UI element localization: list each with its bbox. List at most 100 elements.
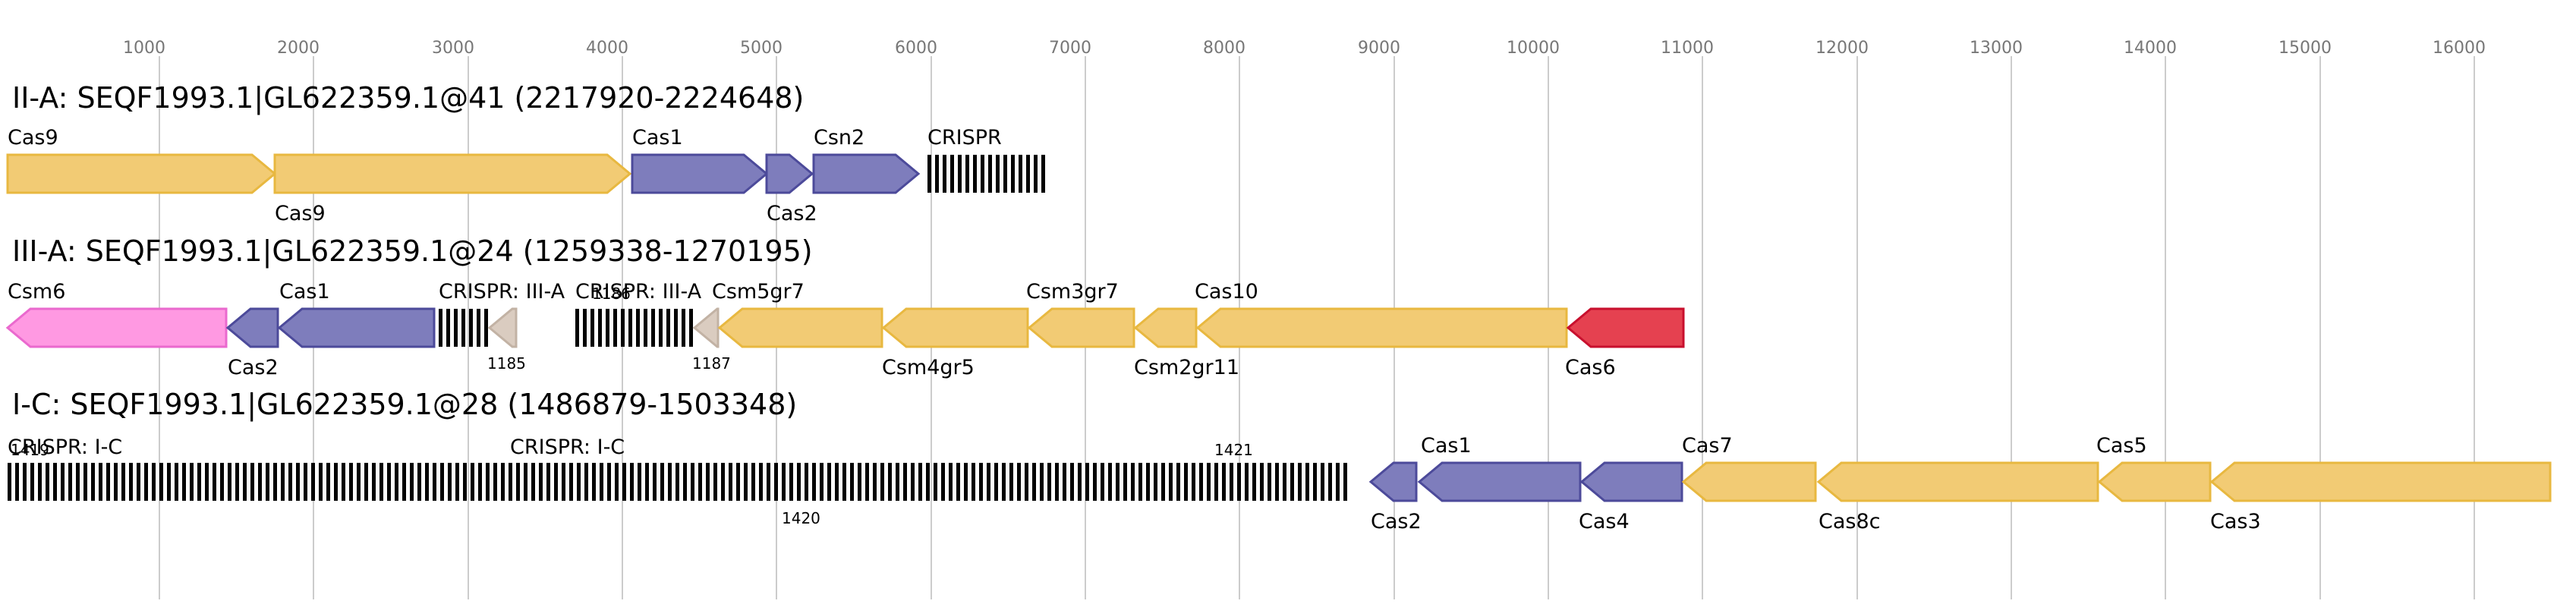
- crispr-repeat: [1085, 463, 1089, 501]
- crispr-repeat: [577, 463, 581, 501]
- crispr-repeat: [539, 463, 543, 501]
- gene-arrow: [1417, 461, 1582, 502]
- gene-label: Cas8c: [1819, 510, 1881, 533]
- crispr-repeat: [463, 463, 467, 501]
- crispr-repeat: [304, 463, 307, 501]
- axis-tick-label: 11000: [1661, 39, 1714, 58]
- crispr-repeat: [121, 463, 125, 501]
- crispr-repeat: [736, 463, 740, 501]
- crispr-repeat: [767, 463, 770, 501]
- crispr-repeat: [562, 463, 565, 501]
- crispr-repeat: [1070, 463, 1074, 501]
- crispr-repeat: [729, 463, 732, 501]
- crispr-repeat: [1214, 463, 1218, 501]
- crispr-repeat: [888, 463, 892, 501]
- crispr-label: CRISPR: [927, 126, 1002, 149]
- crispr-array: [8, 463, 1347, 501]
- crispr-repeat: [973, 155, 977, 193]
- crispr-repeat: [645, 463, 649, 501]
- crispr-repeat: [243, 463, 247, 501]
- crispr-repeat: [38, 463, 42, 501]
- crispr-repeat: [372, 463, 376, 501]
- crispr-repeat: [1230, 463, 1233, 501]
- gene-arrow: [1027, 307, 1135, 348]
- crispr-repeat: [167, 463, 171, 501]
- crispr-repeat: [524, 463, 527, 501]
- axis-tick-label: 2000: [277, 39, 320, 58]
- crispr-repeat: [1260, 463, 1264, 501]
- gene-arrow: [273, 153, 632, 194]
- crispr-repeat: [668, 463, 672, 501]
- gene-arrow: [881, 307, 1029, 348]
- crispr-repeat: [926, 463, 930, 501]
- crispr-repeat: [501, 463, 505, 501]
- gene-arrow: [487, 307, 518, 348]
- crispr-repeat: [91, 463, 95, 501]
- crispr-repeat: [941, 463, 945, 501]
- crispr-repeat: [159, 463, 163, 501]
- crispr-repeat: [666, 309, 670, 347]
- gene-arrow: [225, 307, 279, 348]
- axis-tick-label: 16000: [2433, 39, 2486, 58]
- crispr-repeat: [106, 463, 110, 501]
- crispr-repeat: [509, 463, 512, 501]
- crispr-repeat: [674, 309, 678, 347]
- crispr-repeat: [903, 463, 907, 501]
- crispr-repeat: [455, 463, 459, 501]
- crispr-repeat: [850, 463, 854, 501]
- crispr-repeat: [1199, 463, 1203, 501]
- gene-arrow: [277, 307, 436, 348]
- crispr-repeat: [965, 155, 969, 193]
- crispr-repeat: [713, 463, 717, 501]
- crispr-repeat: [144, 463, 148, 501]
- crispr-repeat: [349, 463, 353, 501]
- crispr-repeat: [682, 309, 685, 347]
- crispr-repeat: [319, 463, 323, 501]
- crispr-repeat: [1268, 463, 1271, 501]
- gene-label: Cas1: [1421, 434, 1472, 458]
- crispr-repeat: [949, 463, 953, 501]
- crispr-repeat: [575, 309, 579, 347]
- crispr-repeat: [1298, 463, 1302, 501]
- crispr-repeat: [812, 463, 816, 501]
- crispr-repeat: [683, 463, 687, 501]
- crispr-repeat: [1313, 463, 1317, 501]
- crispr-repeat: [152, 463, 156, 501]
- gene-label: Cas9: [8, 126, 58, 149]
- crispr-repeat: [689, 309, 693, 347]
- crispr-repeat: [653, 463, 657, 501]
- crispr-repeat: [364, 463, 368, 501]
- crispr-repeat: [554, 463, 558, 501]
- track-i-c: I-C: SEQF1993.1|GL622359.1@28 (1486879-1…: [8, 388, 2552, 502]
- crispr-repeat: [1154, 463, 1157, 501]
- crispr-repeat: [1237, 463, 1241, 501]
- crispr-repeat: [935, 155, 939, 193]
- gene-arrow: [1566, 307, 1685, 348]
- gene-arrows: [6, 153, 921, 194]
- crispr-repeat: [228, 463, 231, 501]
- axis-tick-label: 8000: [1203, 39, 1245, 58]
- crispr-repeat: [958, 155, 962, 193]
- crispr-repeat: [273, 463, 277, 501]
- crispr-repeat: [1063, 463, 1066, 501]
- crispr-repeat: [858, 463, 861, 501]
- gene-label: Csn2: [814, 126, 864, 149]
- crispr-repeat: [448, 463, 452, 501]
- crispr-repeat: [478, 463, 482, 501]
- crispr-repeat: [918, 463, 922, 501]
- crispr-repeat: [395, 463, 398, 501]
- crispr-label: CRISPR: I-C: [510, 436, 625, 459]
- crispr-repeat: [1146, 463, 1150, 501]
- crispr-repeat: [1002, 463, 1006, 501]
- crispr-repeat: [342, 463, 345, 501]
- crispr-repeat: [1283, 463, 1286, 501]
- crispr-repeat: [15, 463, 19, 501]
- gene-arrow: [1368, 461, 1418, 502]
- axis-tick-label: 9000: [1358, 39, 1400, 58]
- crispr-repeat: [994, 463, 998, 501]
- axis-tick-label: 5000: [740, 39, 783, 58]
- crispr-repeat: [782, 463, 786, 501]
- crispr-repeat: [1047, 463, 1051, 501]
- array-id-label: 1421: [1214, 441, 1253, 459]
